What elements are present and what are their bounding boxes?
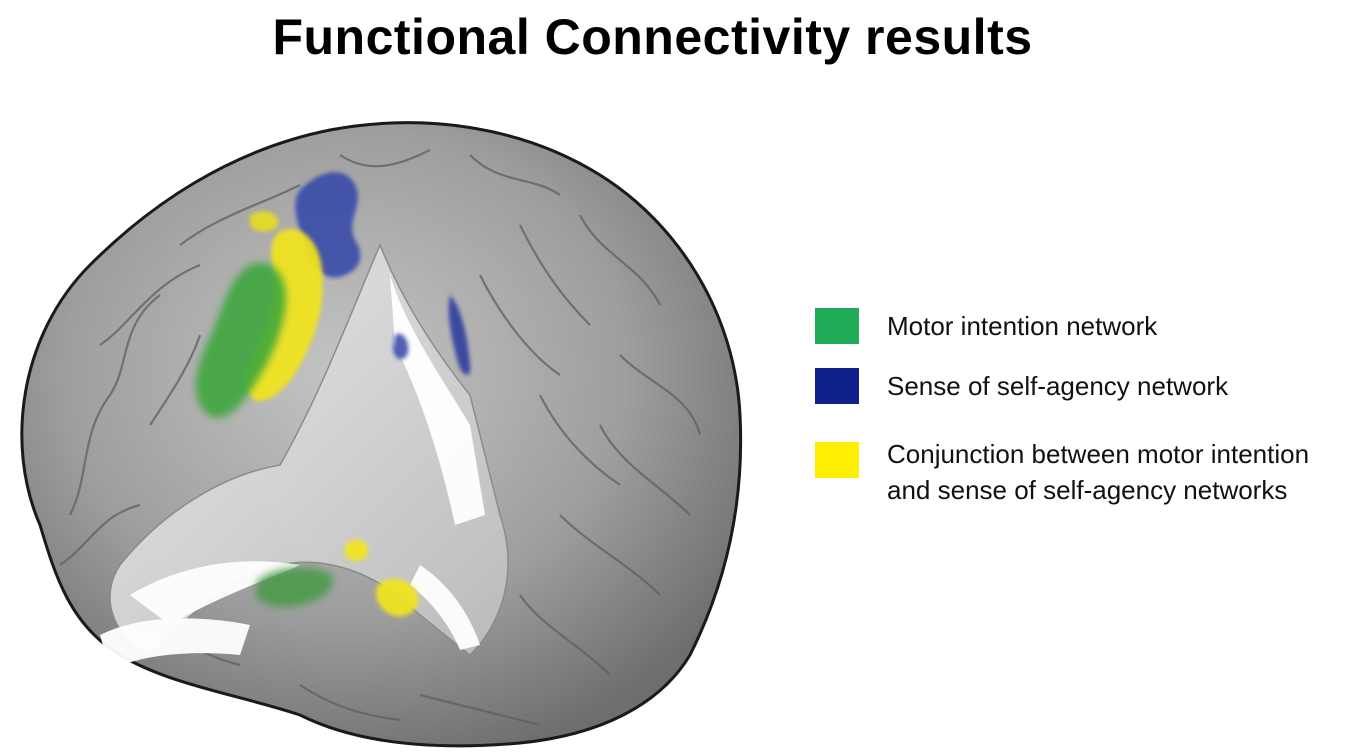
blue-swatch <box>815 368 859 404</box>
brain-render-image <box>20 121 743 748</box>
legend-label: Conjunction between motor intention and … <box>887 439 1310 505</box>
legend-label: Motor intention network <box>887 311 1158 341</box>
green-swatch <box>815 308 859 344</box>
yellow-swatch <box>815 442 859 478</box>
legend-label: Sense of self-agency network <box>887 371 1229 401</box>
figure-title: Functional Connectivity results <box>272 9 1033 65</box>
